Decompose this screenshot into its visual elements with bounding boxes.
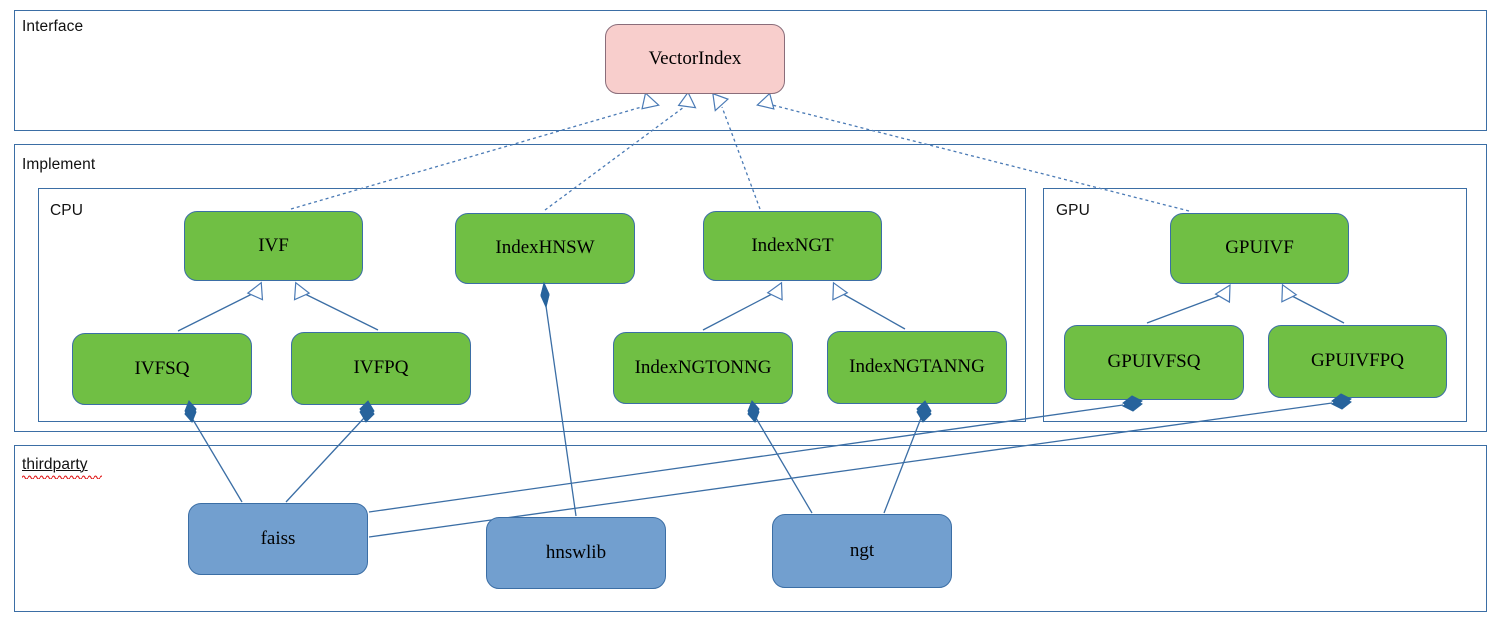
edge-indexngt-vectorindex — [721, 106, 761, 210]
node-ivfpq[interactable]: IVFPQ — [291, 332, 471, 405]
group-cpu — [38, 188, 1026, 422]
arrowhead-ivfpq-ivf — [293, 281, 311, 301]
arrowhead-indexngtonng-indexngt — [766, 281, 783, 301]
diamond-faiss-gpuivfsq — [1122, 398, 1143, 412]
node-ivf[interactable]: IVF — [184, 211, 363, 281]
node-gpuivf[interactable]: GPUIVF — [1170, 213, 1349, 284]
edge-hnswlib-indexhnsw — [544, 298, 577, 517]
node-indexhnsw[interactable]: IndexHNSW — [455, 213, 635, 284]
node-faiss[interactable]: faiss — [188, 503, 368, 575]
arrowhead-indexngt-vectorindex — [712, 92, 730, 112]
group-label-cpu: CPU — [50, 202, 84, 219]
node-hnswlib[interactable]: hnswlib — [486, 517, 666, 589]
edge-gpuivfsq-gpuivf — [1146, 295, 1220, 324]
edge-faiss-ivfsq — [191, 417, 243, 503]
edge-faiss-ivfpq — [285, 417, 365, 503]
group-gpu — [1043, 188, 1467, 422]
edge-ngt-indexngtanng — [883, 417, 922, 514]
edge-ivf-vectorindex — [290, 105, 646, 210]
node-indexngtonng[interactable]: IndexNGTONNG — [613, 332, 793, 404]
arrowhead-indexngtanng-indexngt — [832, 281, 849, 301]
node-gpuivfsq[interactable]: GPUIVFSQ — [1064, 325, 1244, 400]
edge-ivfpq-ivf — [304, 293, 379, 331]
node-ivfsq[interactable]: IVFSQ — [72, 333, 252, 405]
arrowhead-indexhnsw-vectorindex — [677, 91, 697, 109]
arrowhead-ivfsq-ivf — [246, 281, 264, 301]
edge-indexhnsw-vectorindex — [544, 106, 685, 211]
arrowhead-gpuivf-vectorindex — [756, 92, 775, 110]
node-indexngtanng[interactable]: IndexNGTANNG — [827, 331, 1007, 404]
arrowhead-gpuivfpq-gpuivf — [1281, 283, 1298, 303]
group-implement — [14, 144, 1487, 432]
diamond-ngt-indexngtanng — [916, 403, 932, 423]
edge-ivfsq-ivf — [177, 293, 253, 332]
diamond-faiss-ivfsq — [184, 403, 197, 423]
arrowhead-ivf-vectorindex — [641, 91, 660, 110]
group-label-gpu: GPU — [1056, 202, 1090, 219]
group-label-thirdparty: thirdparty — [22, 456, 88, 473]
node-indexngt[interactable]: IndexNGT — [703, 211, 882, 281]
edge-indexngtonng-indexngt — [702, 293, 773, 331]
node-ngt[interactable]: ngt — [772, 514, 952, 588]
edge-ngt-indexngtonng — [755, 417, 813, 514]
arrowhead-gpuivfsq-gpuivf — [1214, 283, 1231, 304]
edge-faiss-gpuivfsq — [368, 404, 1124, 513]
edge-gpuivfpq-gpuivf — [1291, 295, 1345, 324]
diamond-faiss-gpuivfpq — [1331, 396, 1352, 410]
edge-indexngtanng-indexngt — [842, 293, 906, 330]
spellcheck-underline-icon — [22, 474, 102, 479]
edge-faiss-gpuivfpq — [368, 402, 1333, 538]
node-vectorindex[interactable]: VectorIndex — [605, 24, 785, 94]
diamond-hnswlib-indexhnsw — [540, 282, 550, 309]
group-label-interface: Interface — [22, 18, 84, 35]
node-gpuivfpq[interactable]: GPUIVFPQ — [1268, 325, 1447, 398]
group-interface — [14, 10, 1487, 131]
group-label-implement: Implement — [22, 156, 96, 173]
edge-gpuivf-vectorindex — [771, 104, 1190, 212]
group-thirdparty — [14, 445, 1487, 612]
